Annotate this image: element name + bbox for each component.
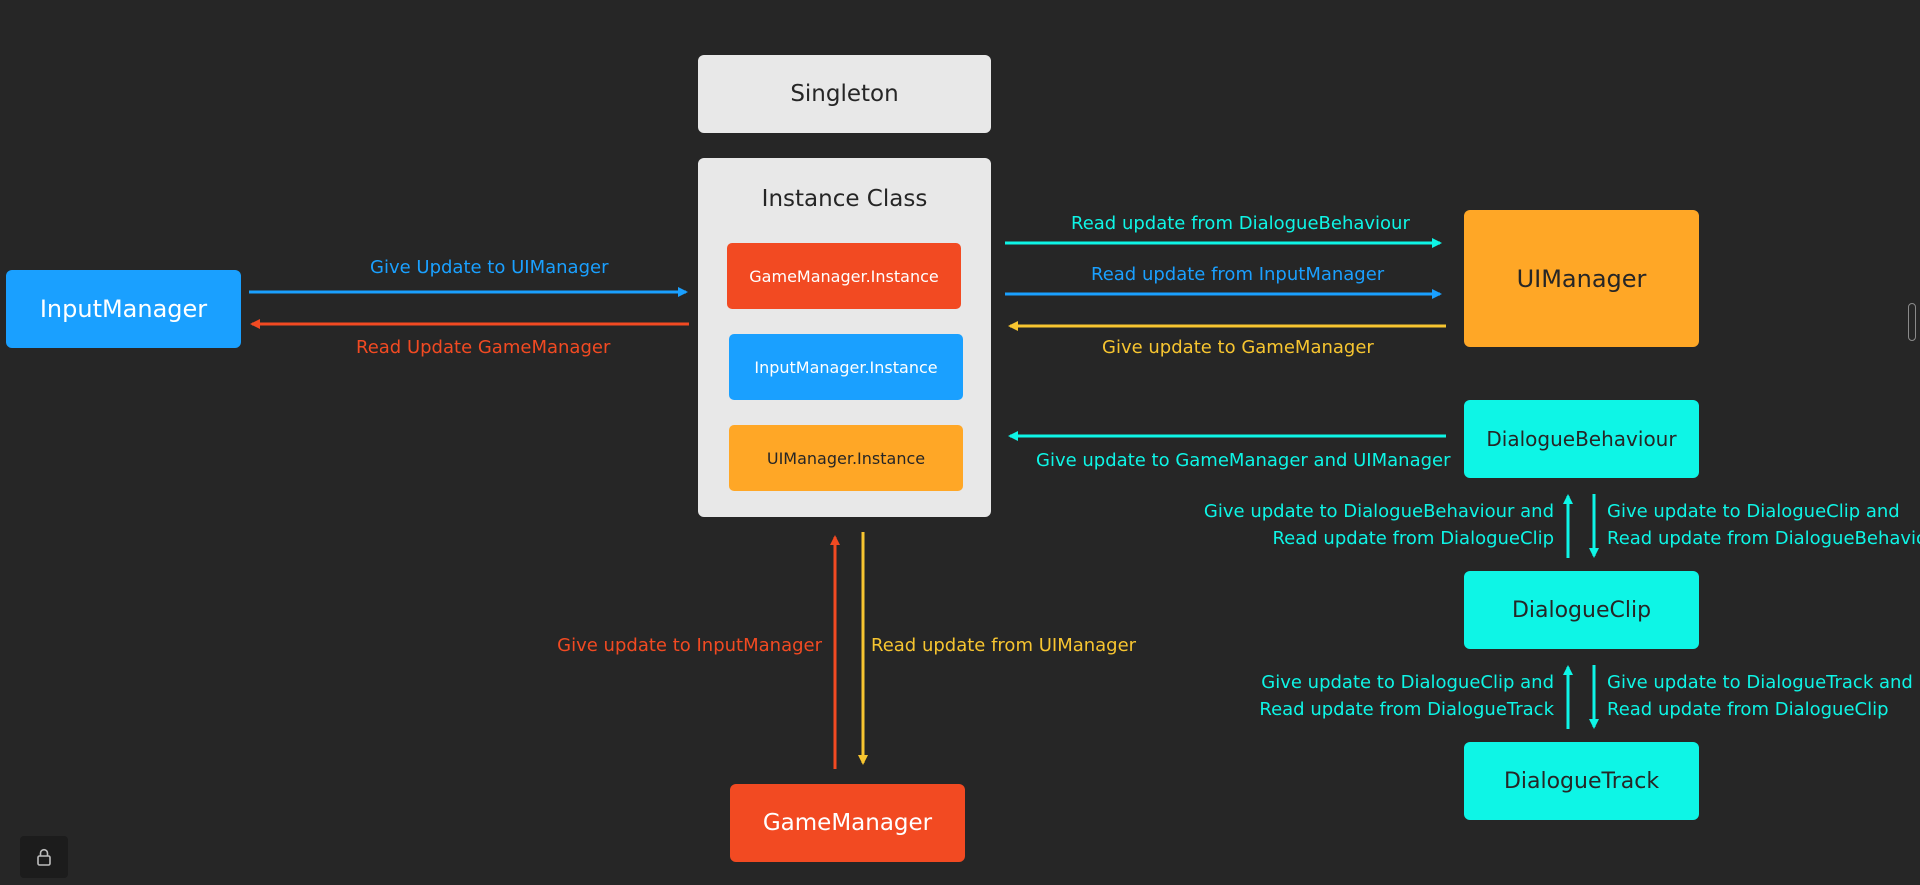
gamemanager-instance-box: GameManager.Instance <box>727 243 961 309</box>
label-read-from-uimanager: Read update from UIManager <box>871 635 1137 656</box>
label-read-from-dialoguebehaviour: Read update from DialogueBehaviour <box>1071 213 1410 234</box>
label-db-clip-right-line1: Give update to DialogueClip and <box>1607 501 1900 522</box>
uimanager-instance-box: UIManager.Instance <box>729 425 963 491</box>
label-db-clip-left: Give update to DialogueBehaviour and Rea… <box>1180 498 1554 552</box>
scrollbar-thumb[interactable] <box>1908 303 1916 341</box>
label-clip-track-left: Give update to DialogueClip and Read upd… <box>1180 669 1554 723</box>
gamemanager-node: GameManager <box>730 784 965 862</box>
label-give-update-to-uimanager: Give Update to UIManager <box>370 257 609 278</box>
instance-class-node: Instance Class GameManager.Instance Inpu… <box>698 158 991 517</box>
dialoguetrack-node: DialogueTrack <box>1464 742 1699 820</box>
label-clip-track-right: Give update to DialogueTrack and Read up… <box>1607 669 1913 723</box>
gamemanager-label: GameManager <box>762 810 933 836</box>
singleton-node: Singleton <box>698 55 991 133</box>
label-give-to-gamemanager-and-uimanager: Give update to GameManager and UIManager <box>1036 450 1451 471</box>
uimanager-node: UIManager <box>1464 210 1699 347</box>
dialogueclip-label: DialogueClip <box>1511 597 1652 623</box>
label-give-to-gamemanager: Give update to GameManager <box>1102 337 1374 358</box>
dialoguebehaviour-label: DialogueBehaviour <box>1486 427 1677 451</box>
label-clip-track-right-line2: Read update from DialogueClip <box>1607 699 1889 720</box>
dialoguetrack-label: DialogueTrack <box>1503 768 1660 794</box>
uimanager-label: UIManager <box>1516 264 1647 293</box>
inputmanager-node: InputManager <box>6 270 241 348</box>
inputmanager-label: InputManager <box>39 295 208 323</box>
label-read-from-inputmanager: Read update from InputManager <box>1091 264 1385 285</box>
instance-class-title: Instance Class <box>761 186 928 212</box>
label-clip-track-left-line1: Give update to DialogueClip and <box>1261 672 1554 693</box>
label-clip-track-right-line1: Give update to DialogueTrack and <box>1607 672 1913 693</box>
label-db-clip-left-line2: Read update from DialogueClip <box>1272 528 1554 549</box>
label-db-clip-right-line2: Read update from DialogueBehaviour <box>1607 528 1920 549</box>
lock-icon <box>37 848 51 866</box>
dialoguebehaviour-node: DialogueBehaviour <box>1464 400 1699 478</box>
label-give-to-inputmanager: Give update to InputManager <box>557 635 822 656</box>
label-db-clip-left-line1: Give update to DialogueBehaviour and <box>1203 501 1554 522</box>
label-clip-track-left-line2: Read update from DialogueTrack <box>1259 699 1554 720</box>
label-read-update-gamemanager: Read Update GameManager <box>356 337 611 358</box>
lock-button[interactable] <box>20 836 68 878</box>
inputmanager-instance-box: InputManager.Instance <box>729 334 963 400</box>
label-db-clip-right: Give update to DialogueClip and Read upd… <box>1607 498 1920 552</box>
dialogueclip-node: DialogueClip <box>1464 571 1699 649</box>
singleton-label: Singleton <box>790 81 899 107</box>
